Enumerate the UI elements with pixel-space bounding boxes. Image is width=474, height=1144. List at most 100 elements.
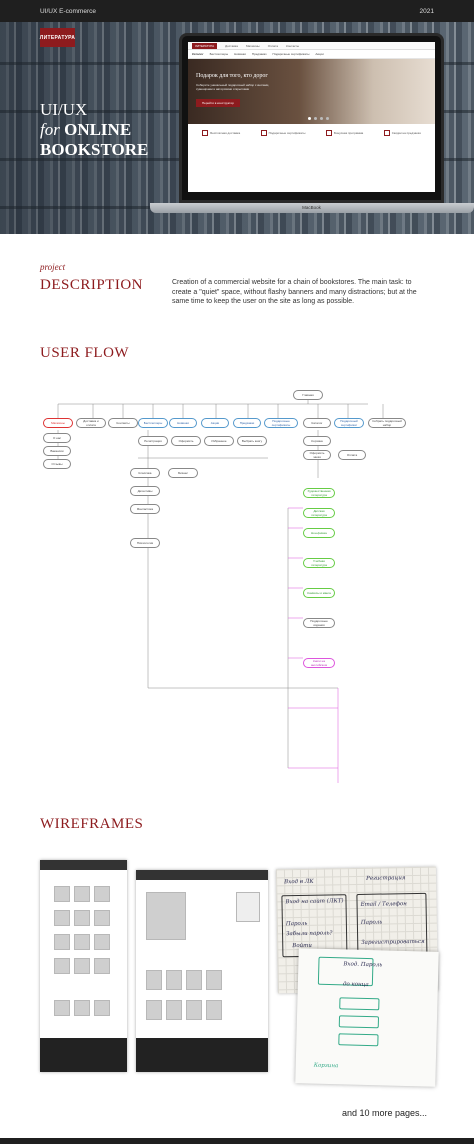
description-text: Creation of a commercial website for a c… — [172, 279, 417, 305]
flow-node: Контакты — [108, 418, 138, 428]
screen-banner-button: Перейти в конструктор — [196, 99, 240, 107]
flow-node: Нон-фикшн — [303, 528, 335, 538]
screen-nav-item: Новинки — [234, 52, 246, 56]
feature-icon — [202, 130, 209, 136]
feature-label: Скидки на предзаказ — [391, 131, 421, 135]
flow-node: О нас — [43, 433, 71, 443]
screen-topnav: ЛИТЕРАТУРА Доставка Магазины Оплата Конт… — [188, 42, 435, 50]
hero-line-3: BOOKSTORE — [40, 140, 149, 159]
flow-node: Учебная литература — [303, 558, 335, 568]
flow-node: Бизнес — [168, 468, 198, 478]
flow-node: Магазины — [43, 418, 73, 428]
screen-banner-desc: Соберите уникальный подарочный набор с к… — [196, 83, 270, 91]
flow-node: Детективы — [130, 486, 160, 496]
flow-node: Каталог — [303, 418, 331, 428]
screen-menu-item: Магазины — [245, 43, 260, 48]
more-pages-text: and 10 more pages... — [342, 1108, 428, 1118]
flow-node: Комиксы и манга — [303, 588, 335, 598]
screen-nav-item: Подарочные сертификаты — [272, 52, 310, 56]
hero-for: for — [40, 120, 60, 139]
hero-online: ONLINE — [64, 120, 132, 139]
flow-node: Новинки — [169, 418, 197, 428]
screen-logo: ЛИТЕРАТУРА — [192, 42, 218, 49]
flow-node: Художественная литература — [303, 488, 335, 498]
sketch-text: Вход на сайт (ЛКТ) — [285, 898, 344, 906]
flow-node-root: Главная — [293, 390, 323, 400]
flow-node: Доставка и оплата — [76, 418, 106, 428]
feature-label: Бесплатная доставка — [210, 131, 241, 135]
wireframe-product — [136, 870, 268, 1072]
flow-node: Выбрать книгу — [237, 436, 267, 446]
screen-feature: Скидки на предзаказ — [383, 130, 421, 136]
feature-icon — [325, 130, 332, 136]
flow-node: Фантастика — [130, 504, 160, 514]
screen-menu-item: Доставка — [225, 43, 238, 48]
flow-node: Оплата — [338, 450, 366, 460]
flow-node: Избранное — [204, 436, 234, 446]
screen-nav-item: Бестселлеры — [209, 52, 229, 56]
bottom-bar — [0, 1138, 474, 1144]
screen-nav-item: Каталог — [192, 52, 204, 56]
flow-node: Отзывы — [43, 459, 71, 469]
screen-menu-item: Контакты — [286, 43, 299, 48]
flow-node: Оформить — [171, 436, 201, 446]
laptop-base — [150, 203, 474, 213]
screen-carousel-dots — [308, 117, 329, 120]
screen-nav-item: Акции — [315, 52, 324, 56]
project-year: 2021 — [419, 7, 434, 15]
sketch-text: до конца — [342, 981, 369, 989]
laptop-mockup: ЛИТЕРАТУРА Доставка Магазины Оплата Конт… — [179, 33, 444, 203]
sketch-text: Вход. Пароль — [343, 961, 383, 969]
top-bar: UI/UX E-commerce 2021 — [0, 0, 474, 22]
hero-line-2: for ONLINE — [40, 120, 148, 140]
sketch-text: Вход в ЛК — [284, 878, 314, 886]
screen-banner-title: Подарок для того, кто дорог — [196, 73, 268, 79]
flow-node: Регистрация — [138, 436, 168, 446]
brand-logo: ЛИТЕРАТУРА — [40, 28, 75, 47]
project-label: project — [40, 262, 66, 272]
wireframe-catalog — [40, 860, 127, 1072]
description-title: DESCRIPTION — [40, 277, 144, 293]
screen-feature: Подарочные сертификаты — [260, 130, 306, 136]
hero-title: UI/UX for ONLINE BOOKSTORE — [40, 100, 148, 160]
feature-icon — [383, 130, 390, 136]
sketch-text: Корзина — [313, 1062, 339, 1070]
flow-node: Книги на английском — [303, 658, 335, 668]
flow-node: Детская литература — [303, 508, 335, 518]
screen-feature: Бонусная программа — [325, 130, 364, 136]
flow-node: Подарочный сертификат — [334, 418, 364, 428]
flow-node: Предзаказ — [233, 418, 261, 428]
sketch-text: Зарегистрироваться — [361, 938, 425, 946]
screen-category-nav: Каталог Бестселлеры Новинки Предзаказ По… — [188, 50, 435, 59]
screen-feature: Бесплатная доставка — [202, 130, 240, 136]
laptop-label: MacBook — [302, 205, 321, 210]
flow-node: Собрать подарочный набор — [368, 418, 406, 428]
flow-node: Вакансии — [43, 446, 71, 456]
screen-menu-item: Оплата — [267, 43, 279, 48]
hero-line-1: UI/UX — [40, 100, 88, 119]
laptop-screen: ЛИТЕРАТУРА Доставка Магазины Оплата Конт… — [188, 42, 435, 192]
flow-node: Акции — [201, 418, 229, 428]
flow-node: Подарочные издания — [303, 618, 335, 628]
sketch-text: Email / Телефон — [360, 901, 407, 908]
flow-node: Психология — [130, 538, 160, 548]
project-tag: UI/UX E-commerce — [40, 7, 96, 15]
feature-label: Бонусная программа — [333, 131, 364, 135]
flow-node: Оформить заказ — [303, 450, 331, 460]
screen-nav-item: Предзаказ — [251, 52, 267, 56]
wireframes-title: WIREFRAMES — [40, 816, 144, 832]
userflow-title: USER FLOW — [40, 345, 130, 361]
flow-node: Подарочные сертификаты — [264, 418, 298, 428]
sketch-text: Пароль — [360, 919, 383, 926]
flow-node: Корзина — [303, 436, 331, 446]
user-flow-diagram: Главная Магазины Доставка и оплата Конта… — [38, 388, 438, 788]
feature-label: Подарочные сертификаты — [268, 131, 306, 135]
flow-connectors — [57, 398, 384, 783]
sketch-text: Регистрация — [366, 875, 406, 882]
sketch-text: Забыли пароль? — [286, 930, 333, 938]
sketch-cart: Вход. Пароль до конца Корзина — [295, 948, 439, 1087]
feature-icon — [260, 130, 267, 136]
screen-features: Бесплатная доставка Подарочные сертифика… — [188, 124, 435, 142]
sketch-text: Пароль — [285, 920, 308, 928]
flow-node: Бестселлеры — [138, 418, 168, 428]
